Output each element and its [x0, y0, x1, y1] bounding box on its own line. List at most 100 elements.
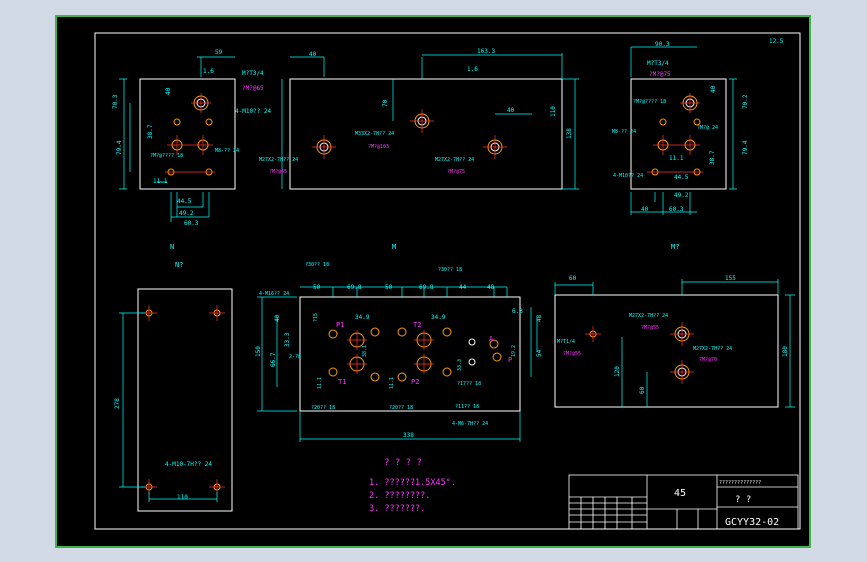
right-dim-m8: M8-?? 24	[612, 129, 636, 135]
right-dim-40: 40	[710, 85, 717, 93]
note-3: 3. ???????.	[369, 504, 425, 514]
tv-dim-d17: ?17?? 18	[457, 381, 481, 387]
tv-label-p2: P2	[411, 378, 419, 386]
tv-dim-d30b: ?30?? 18	[438, 267, 462, 273]
tv-dim-54: 54	[536, 349, 543, 357]
tv-dim-2-d8: 2-?8	[289, 354, 301, 360]
tv-dim-d30a: ?30?? 18	[305, 262, 329, 268]
front-dim-m33: M33X2-7H?? 24	[355, 131, 394, 137]
title-drawing-no: GCYY32-02	[725, 517, 779, 528]
tv-dim-44: 44	[459, 284, 467, 291]
rb-dim-60b: 60	[639, 386, 646, 394]
right-dim-44-5: 44.5	[674, 174, 689, 181]
tv-dim-38-1: 38.1	[362, 345, 368, 357]
tv-dim-33-3a: 33.3	[284, 332, 291, 347]
left-dim-38-7: 38.7	[147, 124, 154, 139]
tv-dim-d20b: ?20?? 18	[389, 405, 413, 411]
inner-border	[94, 32, 801, 530]
left-dim-40: 40	[165, 87, 172, 95]
front-dim-70: 70	[382, 99, 389, 107]
left-dim-60-3: 60.3	[184, 220, 199, 227]
title-header-text: ??????????????	[719, 480, 761, 486]
drawing-frame: 59 1.6 M?T3/4 ?M?@65 4-M10?? 24 70.3 40 …	[55, 15, 811, 548]
tv-dim-50b: 50	[385, 284, 393, 291]
tv-dim-11-1a: 11.1	[317, 377, 323, 389]
front-dim-40: 40	[309, 51, 317, 58]
bl-dim-278: 278	[114, 398, 121, 409]
right-dim-49-2: 49.2	[674, 192, 689, 199]
tv-dim-34-9b: 34.9	[431, 314, 446, 321]
rb-dim-npt: M?T1/4	[557, 339, 575, 345]
label-n: N	[170, 243, 174, 251]
tv-dim-48: 48	[487, 284, 495, 291]
front-dim-110: 110	[550, 106, 557, 117]
right-view	[630, 46, 737, 215]
notes-title: ? ? ? ?	[384, 458, 422, 468]
left-dim-m10: 4-M10?? 24	[235, 108, 272, 115]
left-dim-79-4: 79.4	[116, 140, 123, 155]
front-view	[281, 53, 579, 190]
note-1: 1. ??????1.5X45°.	[369, 478, 456, 488]
rb-dim-120: 120	[614, 366, 621, 377]
title-block	[568, 474, 799, 530]
tv-dim-15: ?15	[313, 313, 319, 322]
rb-dim-155: 155	[725, 275, 736, 282]
tv-dim-m6: 4-M6-7H?? 24	[452, 421, 488, 427]
right-bottom-view	[554, 279, 795, 408]
bl-dim-110: 110	[177, 494, 188, 501]
tv-dim-33-3b: 33.3	[457, 359, 463, 371]
rb-dim-m27b: M27X2-7H?? 24	[693, 346, 732, 352]
left-dim-70-3: 70.3	[112, 94, 119, 109]
tv-dim-40: 40	[274, 314, 281, 322]
tv-dim-338: 338	[403, 432, 414, 439]
left-dim-m8: M8-?? 24	[215, 148, 239, 154]
front-dim-138: 138	[566, 128, 573, 139]
right-dim-38-7: 38.7	[709, 150, 716, 165]
rb-dim-60: 60	[569, 275, 577, 282]
tv-dim-11-1b: 11.1	[389, 377, 395, 389]
right-dim-40b: 40	[641, 206, 649, 213]
left-dim-11-1: 11.1	[153, 178, 168, 185]
left-dim-hole: ?M?@???? 18	[150, 153, 183, 159]
title-name: ? ?	[735, 495, 751, 505]
left-dim-1-6: 1.6	[203, 68, 214, 75]
tv-dim-150: 150	[255, 346, 262, 357]
top-view	[257, 286, 538, 442]
tv-dim-69-8b: 69.8	[419, 284, 434, 291]
left-view	[119, 56, 236, 222]
right-dim-79-4: 79.4	[742, 140, 749, 155]
rb-dim-m27b-depth: ?M?@70	[699, 357, 717, 363]
title-material: 45	[674, 488, 686, 499]
right-dim-m10: 4-M10?? 24	[613, 173, 643, 179]
tv-label-t2: T2	[413, 321, 421, 329]
right-dim-hole: ?M?@???? 18	[633, 99, 666, 105]
label-ma: M?	[671, 243, 679, 251]
right-dim-12-5: 12.5	[769, 38, 784, 45]
front-dim-m33-depth: ?M?@103	[368, 144, 389, 150]
bl-dim-m10: 4-M10-7H?? 24	[165, 461, 212, 468]
right-dim-npt: M?T3/4	[647, 60, 669, 67]
cad-drawing: 59 1.6 M?T3/4 ?M?@65 4-M10?? 24 70.3 40 …	[94, 32, 801, 530]
label-na: N?	[175, 261, 183, 269]
tv-dim-19-2: 19.2	[511, 345, 517, 357]
note-2: 2. ????????.	[369, 491, 430, 501]
tv-label-p: P	[508, 356, 512, 364]
tv-dim-d20a: ?20?? 18	[311, 405, 335, 411]
tv-dim-d11: ?11?? 18	[455, 404, 479, 410]
tv-dim-69-8a: 69.8	[347, 284, 362, 291]
tv-dim-34-9a: 34.9	[355, 314, 370, 321]
front-dim-163-3: 163.3	[477, 48, 495, 55]
left-dim-npt-depth: ?M?@65	[242, 85, 264, 92]
front-dim-40b: 40	[507, 107, 515, 114]
right-dim-90-3: 90.3	[655, 41, 670, 48]
front-dim-m27b: M27X2-7H?? 24	[435, 157, 474, 163]
right-dim-m8b: ?M?@ 24	[697, 125, 718, 131]
right-dim-60-3: 60.3	[669, 206, 684, 213]
right-dim-npt-depth: ?M?@75	[649, 71, 671, 78]
left-dim-49-2: 49.2	[179, 210, 194, 217]
right-dim-11-1: 11.1	[669, 155, 684, 162]
left-dim-npt: M?T3/4	[242, 70, 264, 77]
tv-dim-66-7: 66.7	[270, 352, 277, 367]
tv-dim-50a: 50	[313, 284, 321, 291]
rb-dim-npt-depth: ?M?@55	[563, 351, 581, 357]
